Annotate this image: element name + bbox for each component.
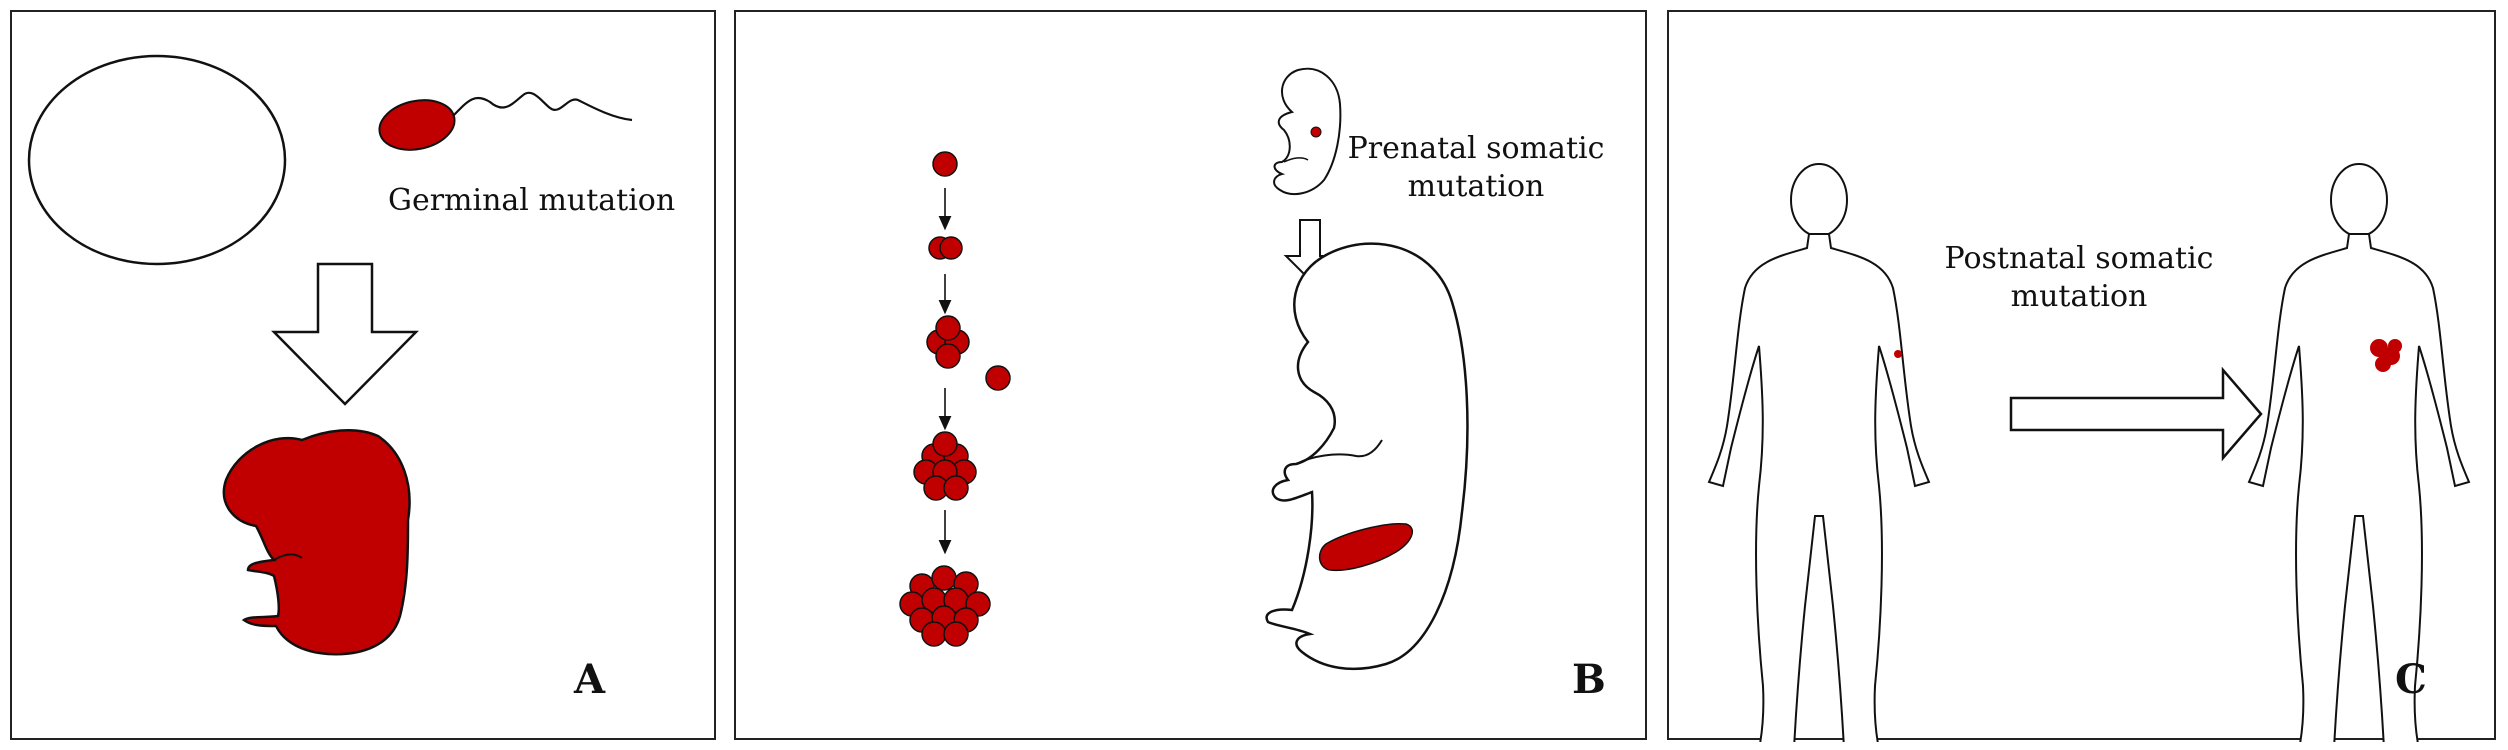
panel-a: Germinal mutation A <box>10 10 716 740</box>
blastocyst-stage <box>899 565 991 647</box>
morula-stage <box>913 431 977 501</box>
prenatal-label: Prenatal somatic mutation <box>1326 130 1626 206</box>
panel-a-drawing <box>27 54 633 656</box>
right-arrow <box>2009 366 2263 462</box>
postnatal-label-line1: Postnatal somatic <box>1944 241 2214 276</box>
sperm-head <box>378 99 456 151</box>
germinal-mutation-label: Germinal mutation <box>388 183 676 218</box>
sperm-tail <box>452 91 633 122</box>
zygote-cell <box>932 151 958 177</box>
postnatal-label: Postnatal somatic mutation <box>1919 240 2239 316</box>
two-cell-stage <box>928 236 963 260</box>
detached-cell <box>985 365 1011 391</box>
embryo-mutated <box>222 429 411 656</box>
egg-cell <box>27 54 287 266</box>
panel-c-drawing <box>1707 163 2471 742</box>
prenatal-mutation-patch <box>1318 523 1414 572</box>
panel-b-drawing <box>768 67 1469 671</box>
postnatal-mutation-cluster <box>2370 339 2402 372</box>
prenatal-label-line2: mutation <box>1407 169 1545 204</box>
panel-letter-b: B <box>1572 656 1606 703</box>
four-cell-stage <box>926 315 970 369</box>
small-embryo <box>1273 67 1342 196</box>
panel-letter-c: C <box>2395 656 2427 703</box>
down-arrow <box>271 262 419 406</box>
embryo-limb-bud <box>273 553 303 561</box>
large-embryo <box>1265 242 1469 671</box>
panel-c: Postnatal somatic mutation C <box>1667 10 2496 742</box>
large-embryo-arm <box>1295 439 1383 465</box>
prenatal-mutation-dot <box>1310 126 1322 138</box>
human-figure-before <box>1707 163 1931 742</box>
small-embryo <box>768 78 792 130</box>
postnatal-label-line2: mutation <box>2010 279 2148 314</box>
human-figure-after <box>2247 163 2471 742</box>
panel-letter-a: A <box>574 656 606 703</box>
panel-b: Prenatal somatic mutation B <box>734 10 1647 740</box>
postnatal-mutation-dot <box>1894 350 1902 358</box>
prenatal-label-line1: Prenatal somatic <box>1347 131 1605 166</box>
